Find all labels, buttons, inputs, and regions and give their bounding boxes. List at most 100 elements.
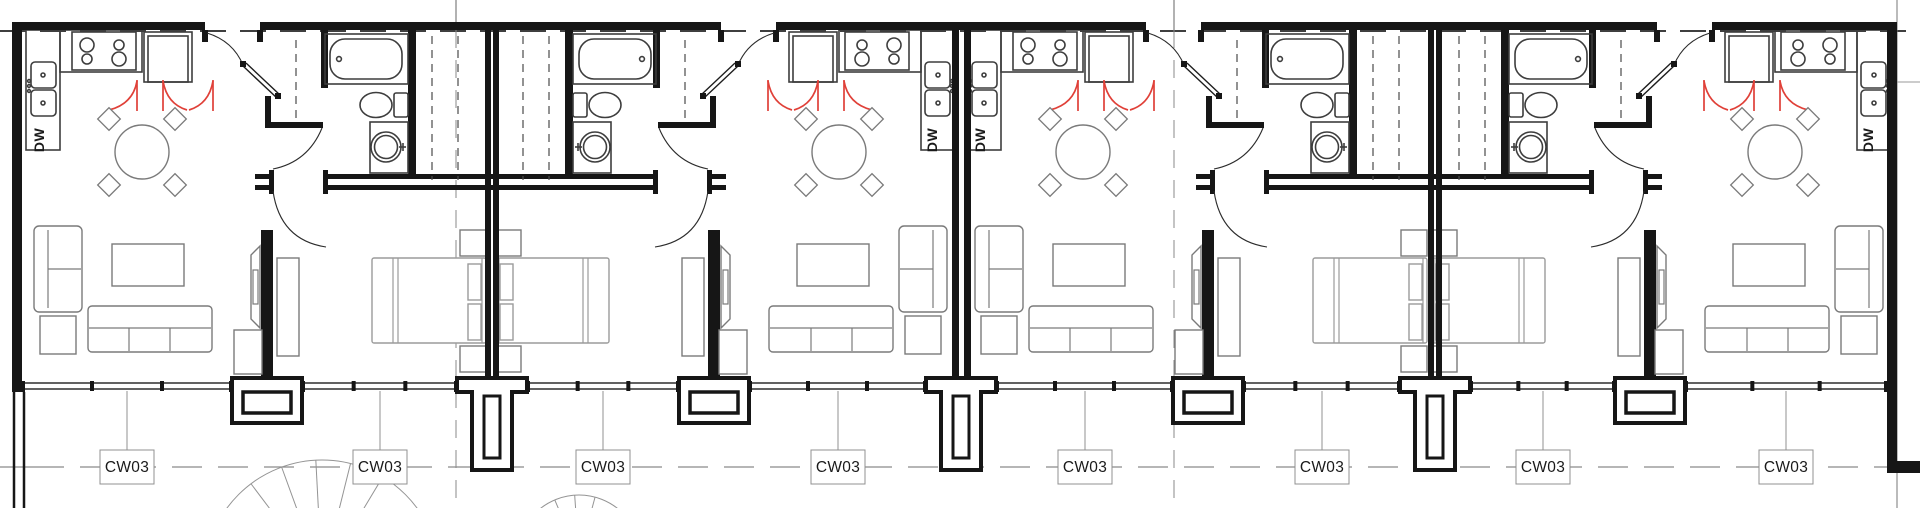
kitchen-sink-basin-1: [971, 61, 998, 89]
fridge-icon: [1084, 31, 1134, 83]
window-tag-label-8: CW03: [1764, 459, 1808, 476]
nightstand-1: [1430, 229, 1458, 257]
tv-screen-line: [722, 269, 729, 305]
toilet-tank: [1334, 92, 1350, 118]
stair-fan-large-spoke-4: [338, 463, 352, 508]
dining-chair-4: [1729, 172, 1755, 198]
top-wall-seg-1-1: [20, 22, 205, 30]
kitchen-sink-basin-2: [971, 89, 998, 117]
entry-jamb-left: [1709, 30, 1715, 42]
red-door-arc-single: [843, 80, 873, 111]
tv-screen-line: [1658, 269, 1665, 305]
dining-chair-3: [1037, 172, 1063, 198]
dining-table-icon: [114, 124, 170, 180]
stair-fan-small-spoke-3: [591, 496, 596, 508]
window-mullion-7-1: [1516, 381, 1521, 391]
deep-pier-slot-3: [1425, 394, 1445, 460]
tag-box-3: [575, 449, 631, 485]
dining-chair-2: [162, 106, 188, 132]
dining-chair-1: [1037, 106, 1063, 132]
stove-icon: [71, 31, 137, 71]
corridor-jamb-right: [653, 170, 658, 194]
end-table: [39, 315, 77, 355]
entry-door-arc: [737, 32, 775, 66]
unit-1: [25, 29, 492, 382]
entry-jamb-left: [1143, 30, 1149, 42]
bathroom-door-arc: [272, 127, 323, 170]
dining-chair-3: [1795, 172, 1821, 198]
fridge-icon: [788, 31, 838, 83]
burner-4: [1052, 51, 1068, 67]
window-mullion-4-1: [806, 381, 810, 391]
bathtub-inner: [578, 38, 652, 80]
sink-drain-1: [981, 72, 987, 78]
window-mullion-3-1: [575, 381, 580, 391]
media-console: [718, 329, 748, 375]
exterior-wall-left: [12, 22, 22, 392]
toilet-bowl-icon: [1300, 91, 1334, 119]
pillow-1: [499, 263, 514, 301]
sink-drain-2: [981, 100, 987, 106]
tag-box-7: [1515, 449, 1571, 485]
top-wall-seg-1-2: [260, 22, 492, 30]
sink-drain-2: [40, 100, 46, 106]
dining-chair-4: [162, 172, 188, 198]
toilet-bowl-icon: [588, 91, 622, 119]
dresser-icon: [1617, 257, 1641, 357]
entry-leaf-cap-2: [700, 93, 706, 99]
corridor-stub-lower: [255, 185, 273, 190]
party-wall-center-a: [952, 30, 959, 382]
lavatory-basin-inner: [1518, 134, 1544, 160]
corridor-stub-upper: [708, 174, 726, 179]
coffee-table: [1052, 243, 1126, 287]
nightstand-2: [1430, 345, 1458, 373]
toilet-bowl-icon: [359, 91, 393, 119]
kitchen-sink-basin-2: [924, 89, 951, 117]
hall-closet-wall-v: [710, 96, 716, 128]
pillow-2: [499, 303, 514, 341]
bedroom-door-arc: [654, 190, 709, 248]
entry-leaf-cap-1: [1181, 61, 1187, 67]
bathroom-wall-right: [1501, 30, 1509, 175]
window-mullion-2-1: [351, 381, 356, 391]
burner-2: [81, 53, 93, 65]
window-cap-l-1: [22, 381, 25, 392]
nightstand-1: [494, 229, 522, 257]
unit-3: [966, 29, 1433, 382]
window-mullion-6-1: [1293, 381, 1298, 391]
square-pier-inner-3: [1182, 390, 1234, 415]
mid-wall: [1202, 230, 1214, 382]
red-door-arc-left: [162, 80, 188, 111]
top-wall-seg-2-1: [492, 22, 721, 30]
window-mullion-8-1: [1750, 381, 1755, 391]
pillow-1: [467, 263, 482, 301]
tv-icon: [1191, 244, 1202, 330]
dining-chair-1: [859, 106, 885, 132]
lavatory-basin: [370, 131, 402, 163]
tag-box-5: [1057, 449, 1113, 485]
square-pier-inner-1: [241, 390, 293, 415]
lavatory-counter: [1508, 121, 1548, 174]
tag-box-2: [352, 449, 408, 485]
entry-door-leaf-1: [242, 65, 278, 99]
corridor-wall-lower: [1267, 185, 1433, 190]
stair-fan-large-arc: [226, 459, 418, 508]
pillow-2: [467, 303, 482, 341]
corridor-wall-upper: [1425, 174, 1591, 179]
pillow-1: [1408, 263, 1423, 301]
hall-closet-wall-v: [265, 96, 271, 128]
hall-closet-wall-h: [1206, 122, 1264, 128]
burner-4: [854, 51, 870, 67]
dresser-icon: [276, 257, 300, 357]
lavatory-counter: [572, 121, 612, 174]
coffee-table: [111, 243, 185, 287]
sink-drain-2: [1871, 100, 1877, 106]
square-pier-inner-2: [688, 390, 740, 415]
dining-chair-2: [793, 106, 819, 132]
red-door-arc-single: [1779, 80, 1809, 111]
stair-fan-small-spoke-2: [574, 495, 577, 508]
corridor-wall-upper: [1267, 174, 1433, 179]
window-cap-r-8: [1884, 381, 1887, 392]
entry-door-arc: [1147, 32, 1185, 66]
bed-icon: [1312, 257, 1428, 344]
